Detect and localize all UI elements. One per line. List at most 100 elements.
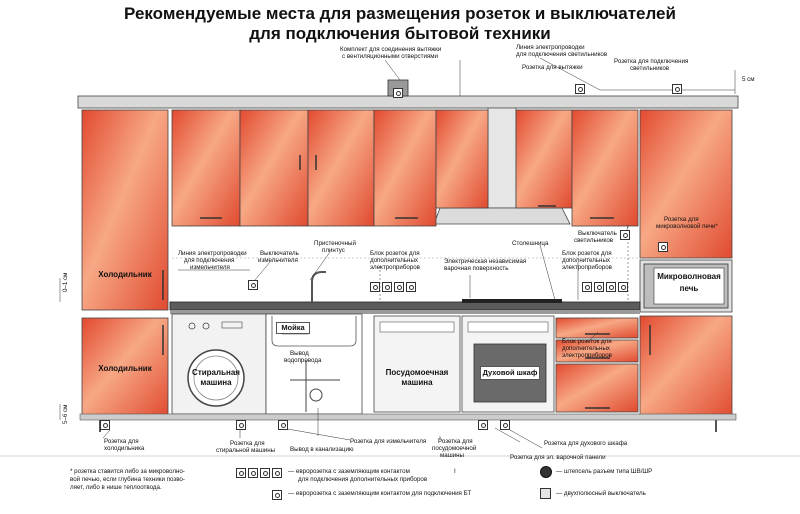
sockets-block-label-2: дополнительных	[370, 257, 418, 264]
upper-cabinet-7	[571, 109, 639, 227]
vent-kit-label-1: Комплект для соединения вытяжки	[340, 46, 442, 53]
drawer-2	[555, 339, 639, 363]
plinth-label-1: Пристеночный	[314, 240, 356, 247]
sockets-block-icon-3	[394, 282, 404, 292]
drawer-3	[555, 363, 639, 413]
dw-socket-label-2: посудомоечной	[432, 445, 477, 452]
fridge-top-label: Холодильник	[98, 270, 152, 279]
lamp-switch-icon	[620, 230, 630, 240]
lamp-socket-label-2: светильников	[630, 65, 670, 72]
washer-label-2: машина	[200, 378, 232, 387]
mw-socket-label-1: Розетка для	[664, 216, 699, 223]
sockets-block-r-icon-2	[594, 282, 604, 292]
upper-cabinet-4	[373, 109, 437, 227]
sockets-block-low-label-1: Блок розеток для	[562, 338, 612, 345]
dw-socket-label-3: машины	[440, 452, 464, 459]
range-hood	[433, 207, 571, 225]
drawer-1	[555, 317, 639, 339]
hob-label-1: Электрическая независимая	[444, 258, 527, 265]
microwave-label-1: Микроволновая	[657, 272, 721, 281]
lamp-socket-label-1: Розетка для подключения	[614, 58, 689, 65]
lamp-line-label-1: Линия электропроводки	[516, 44, 585, 51]
mw-socket-icon	[658, 242, 668, 252]
oven-label: Духовой шкаф	[480, 366, 540, 380]
tall-right-lower	[639, 315, 733, 419]
hood-socket-icon	[575, 84, 585, 94]
microwave-label-2: печь	[679, 284, 699, 293]
fridge-upper-door	[81, 109, 169, 311]
sockets-block-r-icon-1	[582, 282, 592, 292]
lamp-switch-label-1: Выключатель	[578, 230, 617, 237]
sink-label: Мойка	[276, 322, 310, 334]
faucet	[311, 271, 326, 302]
dim-0-1-label: 0–1 см	[62, 272, 69, 292]
tall-right-upper	[639, 109, 733, 259]
water-out-label-1: Вывод	[290, 350, 309, 357]
legend-separator: I	[454, 468, 456, 475]
washer-socket-label-1: Розетка для	[230, 440, 265, 447]
dw-socket-label-1: Розетка для	[438, 438, 473, 445]
sockets-block-low-label-2: дополнительных	[562, 345, 610, 352]
sockets-block-icon-4	[406, 282, 416, 292]
fridge-bottom-label: Холодильник	[98, 364, 152, 373]
fridge-socket-label-1: Розетка для	[104, 438, 139, 445]
sewer-out-label: Вывод в канализацию	[290, 446, 354, 453]
chopper-switch-label-1: Выключатель	[260, 250, 299, 257]
water-out-label-2: водопровода	[284, 357, 322, 364]
chopper-line-label-2: для подключения	[184, 257, 235, 264]
legend-note-1: * розетка ставится либо за микроволно-	[70, 468, 185, 475]
chopper-socket-label: Розетка для измельчителя	[350, 438, 427, 445]
legend-switch: — двухполюсный выключатель	[556, 490, 646, 497]
fridge-socket-icon	[100, 420, 110, 430]
hob-socket-label: Розетка для эл. варочной панели	[510, 454, 606, 461]
fridge-lower-door	[81, 317, 169, 419]
vent-socket-icon	[393, 88, 403, 98]
sockets-block-r-label-3: электроприборов	[562, 264, 612, 271]
sockets-block-r-icon-4	[618, 282, 628, 292]
legend-plug-icon	[540, 466, 552, 478]
sockets-block-r-label-2: дополнительных	[562, 257, 610, 264]
hob-label-2: варочная поверхность	[444, 265, 509, 272]
diagram-title-line2: для подключения бытовой техники	[249, 24, 551, 43]
top-cornice	[77, 95, 739, 109]
fridge-socket-label-2: холодильника	[104, 445, 145, 452]
countertop-label: Столешница	[512, 240, 549, 247]
oven-socket-icon	[500, 420, 510, 430]
sockets-block-label-1: Блок розеток для	[370, 250, 420, 257]
lamp-switch-label-2: светильников	[574, 237, 614, 244]
sockets-block-icon-2	[382, 282, 392, 292]
sockets-block-r-label-1: Блок розеток для	[562, 250, 612, 257]
legend-euro-icon-2	[248, 468, 258, 478]
sockets-block-low-label-3: электроприборов	[562, 352, 612, 359]
legend-switch-icon	[540, 488, 551, 499]
hood-chimney	[487, 107, 517, 209]
chopper-line-label-1: Линия электропроводки	[178, 250, 247, 257]
vent-kit-label-2: с вентиляционными отверстиями	[342, 53, 438, 60]
hood-socket-label: Розетка для вытяжки	[522, 64, 583, 71]
lamp-socket-icon	[672, 84, 682, 94]
legend-euro-icon-4	[272, 468, 282, 478]
hob	[462, 299, 562, 303]
upper-cabinet-6	[515, 109, 573, 209]
chopper-socket-icon	[278, 420, 288, 430]
dim-5-6-label: 5–6 см	[62, 404, 69, 424]
dw-socket-icon	[478, 420, 488, 430]
legend-plug: — штепсель разъем типа ШВ/ШР	[556, 468, 653, 475]
sockets-block-label-3: электроприборов	[370, 264, 420, 271]
diagram-title-line1: Рекомендуемые места для размещения розет…	[124, 4, 676, 23]
plinth	[79, 413, 737, 421]
plinth-label-2: плинтус	[322, 247, 345, 254]
legend-euro-bt-icon	[272, 490, 282, 500]
dishwasher-label-2: машина	[401, 378, 433, 387]
upper-cabinet-1	[171, 109, 241, 227]
sockets-block-icon-1	[370, 282, 380, 292]
legend-euro-2: для подключения дополнительных приборов	[298, 476, 428, 483]
legend-euro-bt: — евророзетка с заземляющим контактом дл…	[288, 490, 472, 497]
chopper-switch-icon	[248, 280, 258, 290]
upper-cabinet-5	[435, 109, 489, 209]
sockets-block-r-icon-3	[606, 282, 616, 292]
dim-5cm-label: 5 см	[742, 76, 755, 83]
washer-door	[187, 349, 245, 407]
dishwasher-label-1: Посудомоечная	[385, 368, 449, 377]
lamp-line-label-2: для подключения светильников	[516, 51, 608, 58]
